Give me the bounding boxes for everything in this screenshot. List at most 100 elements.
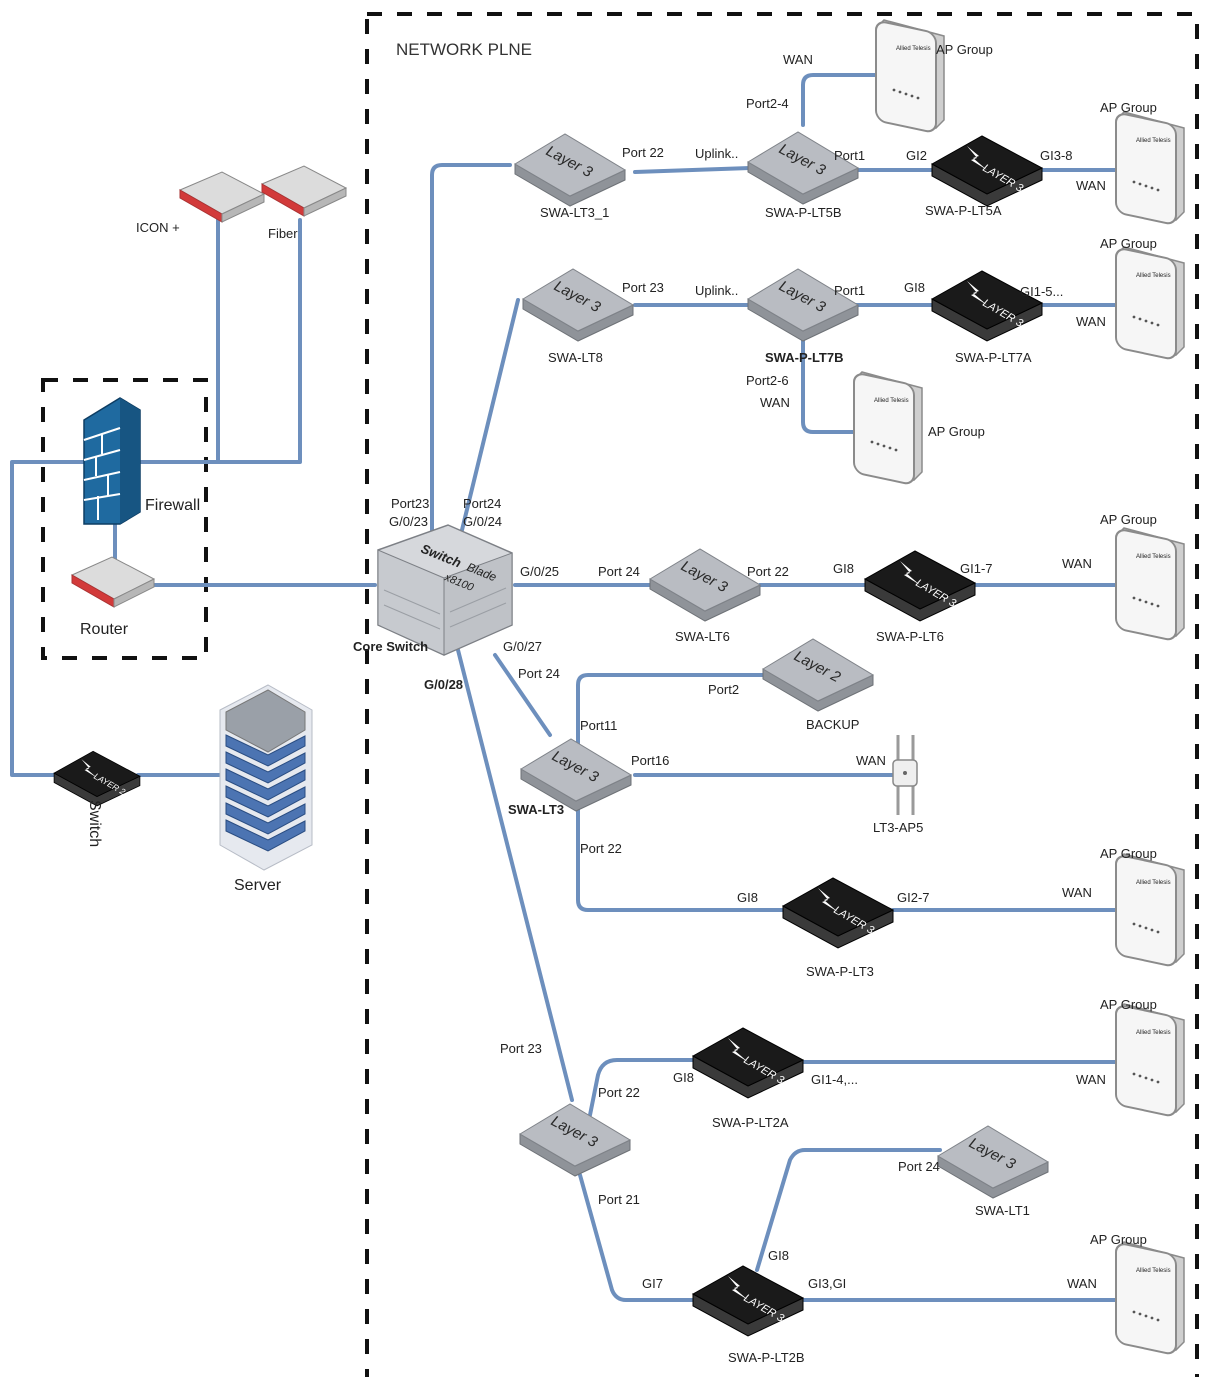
server-icon[interactable]: [219, 684, 313, 871]
ap-group-device[interactable]: [1115, 1241, 1185, 1357]
swa-lt3-1-label: SWA-LT3_1: [540, 205, 609, 220]
link-lt3_1-lt5b: [633, 166, 752, 174]
swa-p-lt7b-label: SWA-P-LT7B: [765, 350, 843, 365]
port-label: G/0/27: [503, 639, 542, 654]
port-label: GI2-7: [897, 890, 930, 905]
swa-p-lt5b-label: SWA-P-LT5B: [765, 205, 842, 220]
backup-switch[interactable]: Layer 2: [762, 638, 874, 712]
wan-label: WAN: [1062, 885, 1092, 900]
wan-label: WAN: [1076, 1072, 1106, 1087]
link-firewall-switch: [10, 460, 86, 777]
core-switch-label: Core Switch: [353, 639, 428, 654]
port-label: Port 23: [622, 280, 664, 295]
wan-label: WAN: [1076, 178, 1106, 193]
link-lt2-p-lt2a: [588, 1058, 697, 1117]
fiber-device[interactable]: [260, 165, 348, 217]
ap-group-device[interactable]: [1115, 1003, 1185, 1119]
swa-lt3-1-switch[interactable]: Layer 3: [514, 133, 626, 207]
swa-p-lt2a-switch[interactable]: LAYER 3: [692, 1027, 804, 1099]
firewall-icon[interactable]: [83, 397, 141, 525]
port-label: Port1: [834, 148, 865, 163]
lt3-ap5-antenna-ap[interactable]: [892, 735, 918, 815]
swa-p-lt2b-switch[interactable]: LAYER 3: [692, 1265, 804, 1337]
swa-p-lt5a-label: SWA-P-LT5A: [925, 203, 1002, 218]
port-label: Uplink..: [695, 283, 738, 298]
wan-label: WAN: [760, 395, 790, 410]
port-label: G/0/23: [389, 514, 428, 529]
swa-lt1-label: SWA-LT1: [975, 1203, 1030, 1218]
swa-lt2-switch[interactable]: Layer 3: [519, 1103, 631, 1177]
wan-label: WAN: [783, 52, 813, 67]
port-label: GI3,GI: [808, 1276, 846, 1291]
port-label: GI1-4,...: [811, 1072, 858, 1087]
port-label: G/0/28: [424, 677, 463, 692]
firewall-label: Firewall: [145, 497, 200, 514]
swa-p-lt7b-switch[interactable]: Layer 3: [747, 268, 859, 342]
ap-group-device[interactable]: [1115, 853, 1185, 969]
ap-group-label: AP Group: [928, 424, 985, 439]
port-label: Port11: [580, 718, 617, 733]
swa-p-lt5a-switch[interactable]: LAYER 3: [931, 135, 1043, 207]
lt3-ap5-label: LT3-AP5: [873, 820, 923, 835]
icon-plus-device[interactable]: [178, 171, 266, 223]
port-label: GI8: [768, 1248, 789, 1263]
backup-label: BACKUP: [806, 717, 859, 732]
ap-group-device[interactable]: [875, 19, 945, 135]
ap-group-device[interactable]: [853, 371, 923, 487]
ap-group-device[interactable]: [1115, 246, 1185, 362]
swa-lt6-label: SWA-LT6: [675, 629, 730, 644]
swa-lt3-switch[interactable]: Layer 3: [520, 738, 632, 812]
port-label: Port 22: [622, 145, 664, 160]
port-label: Port2-6: [746, 373, 789, 388]
swa-p-lt7a-switch[interactable]: LAYER 3: [931, 270, 1043, 342]
network-plane-title: NETWORK PLNE: [396, 40, 532, 59]
link-lt2-p-lt2b: [578, 1173, 697, 1302]
swa-p-lt2a-label: SWA-P-LT2A: [712, 1115, 789, 1130]
ap-group-label: AP Group: [1100, 997, 1157, 1012]
wan-label: WAN: [1067, 1276, 1097, 1291]
link-core-lt3_1: [430, 163, 512, 532]
swa-lt8-switch[interactable]: Layer 3: [522, 268, 634, 342]
port-label: GI1-5...: [1020, 284, 1063, 299]
core-switch[interactable]: Switch Blade x8100: [377, 524, 513, 656]
swa-p-lt6-switch[interactable]: LAYER 3: [864, 550, 976, 622]
ap-group-label: AP Group: [1100, 512, 1157, 527]
port-label: Port1: [834, 283, 865, 298]
wan-label: WAN: [856, 753, 886, 768]
port-label: Port2: [708, 682, 739, 697]
link-lt3-backup: [576, 673, 767, 747]
swa-lt6-switch[interactable]: Layer 3: [649, 548, 761, 622]
link-core-lt3: [493, 653, 552, 737]
swa-lt1-switch[interactable]: Layer 3: [937, 1125, 1049, 1199]
swa-lt3-label: SWA-LT3: [508, 802, 564, 817]
swa-p-lt6-label: SWA-P-LT6: [876, 629, 944, 644]
port-label: G/0/25: [520, 564, 559, 579]
router-icon[interactable]: [70, 556, 156, 608]
wan-label: WAN: [1062, 556, 1092, 571]
port-label: Port16: [631, 753, 669, 768]
port-label: Port 24: [518, 666, 560, 681]
link-core-lt8: [460, 298, 520, 532]
port-label: GI8: [737, 890, 758, 905]
swa-p-lt3-label: SWA-P-LT3: [806, 964, 874, 979]
swa-p-lt3-switch[interactable]: LAYER 3: [782, 877, 894, 949]
ap-group-label: AP Group: [1100, 846, 1157, 861]
port-label: Port2-4: [746, 96, 789, 111]
port-label: Port 24: [898, 1159, 940, 1174]
port-label: GI8: [673, 1070, 694, 1085]
port-label: Port23: [391, 496, 429, 511]
port-label: Port 21: [598, 1192, 640, 1207]
port-label: Port 22: [580, 841, 622, 856]
switch-device[interactable]: LAYER 2: [53, 750, 141, 807]
port-label: Uplink..: [695, 146, 738, 161]
ap-group-device[interactable]: [1115, 527, 1185, 643]
edge-zone: [41, 378, 208, 660]
link-p-lt2b-lt1: [755, 1148, 942, 1272]
ap-group-label: AP Group: [1100, 100, 1157, 115]
ap-group-device[interactable]: [1115, 111, 1185, 227]
swa-p-lt5b-switch[interactable]: Layer 3: [747, 131, 859, 205]
ap-group-label: AP Group: [1100, 236, 1157, 251]
router-label: Router: [80, 621, 129, 638]
server-label: Server: [234, 877, 282, 894]
